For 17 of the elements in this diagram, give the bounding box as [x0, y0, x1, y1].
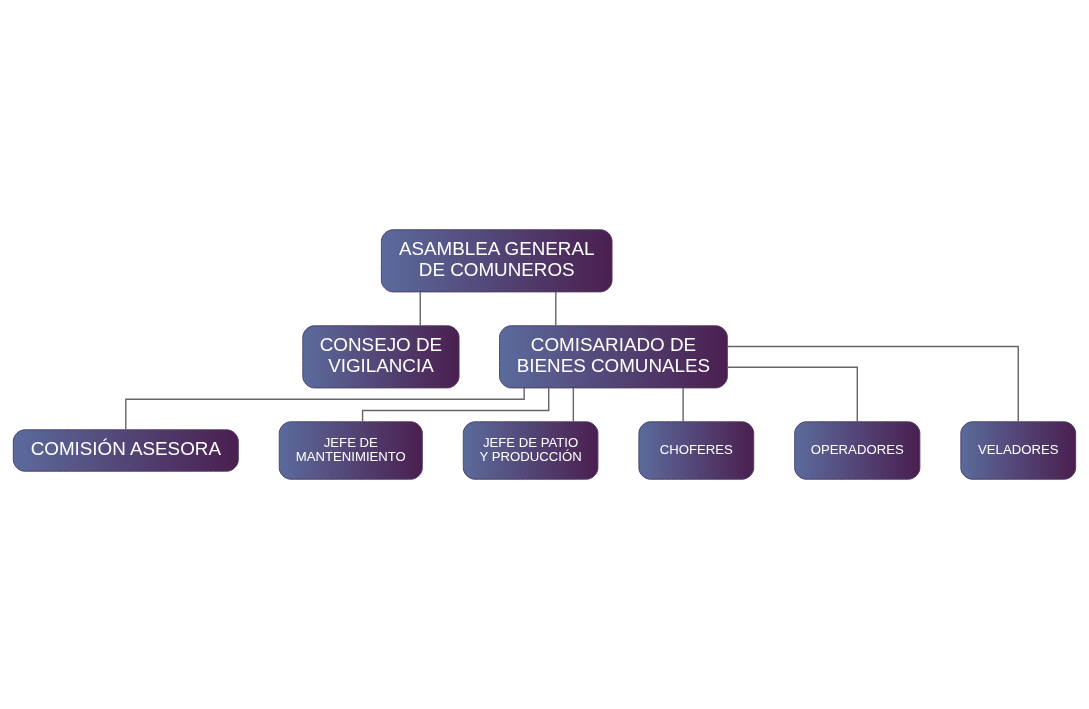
node-box: CHOFERES [638, 421, 755, 480]
connector [726, 366, 858, 423]
node-box: CONSEJO DE VIGILANCIA [302, 325, 460, 389]
node-box: JEFE DE MANTENIMIENTO [278, 421, 423, 480]
node-box: COMISARIADO DE BIENES COMUNALES [499, 325, 728, 389]
connector [682, 387, 684, 423]
connector [572, 387, 575, 423]
connector [726, 345, 1019, 423]
connector [361, 387, 550, 423]
node-box: COMISIÓN ASESORA [12, 429, 239, 472]
connector [125, 387, 525, 431]
connector [555, 291, 557, 327]
node-box: ASAMBLEA GENERAL DE COMUNEROS [380, 229, 613, 293]
node-box: VELADORES [960, 421, 1077, 480]
node-box: OPERADORES [794, 421, 921, 480]
connector [419, 291, 421, 327]
node-box: JEFE DE PATIO Y PRODUCCIÓN [462, 421, 599, 480]
